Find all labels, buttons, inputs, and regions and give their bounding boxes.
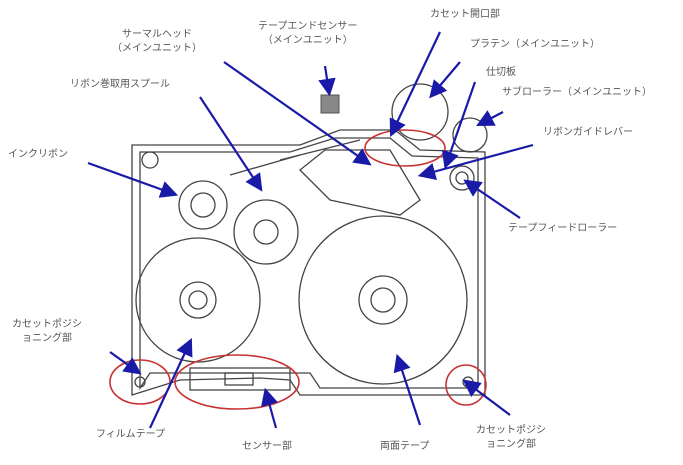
label-line: ョニング部 — [22, 333, 72, 344]
label-thermal-head: サーマルヘッド （メインユニット） — [112, 28, 202, 56]
tape-feed-roller — [449, 165, 475, 191]
label-cassette-opening: カセット開口部 — [430, 9, 500, 20]
spools — [134, 83, 488, 391]
label-positioning-right: カセットポジシ ョニング部 — [476, 424, 546, 452]
label-line: （メインユニット） — [112, 43, 202, 54]
label-line: カセットポジシ — [12, 319, 82, 330]
ink-ribbon-spool — [178, 180, 228, 230]
label-double-tape: 両面テープ — [380, 441, 430, 452]
ribbon-take-up-spool — [233, 199, 299, 265]
leader-arrows — [87, 31, 534, 429]
platen-roller — [391, 83, 449, 141]
label-film-tape: フィルムテープ — [96, 429, 165, 440]
label-sensor-part: センサー部 — [242, 441, 292, 452]
sub-roller — [452, 117, 488, 153]
film-tape-roll — [135, 237, 261, 363]
highlight-ellipses — [109, 129, 487, 410]
label-tape-feed-roller: テープフィードローラー — [508, 223, 618, 234]
label-line: サーマルヘッド — [122, 29, 192, 40]
label-line: カセットポジシ — [476, 425, 546, 436]
label-ribbon-guide-lever: リボンガイドレバー — [543, 127, 633, 138]
label-line: （メインユニット） — [262, 35, 353, 46]
double-sided-tape-roll — [298, 215, 468, 385]
label-line: テープエンドセンサー — [258, 21, 358, 32]
label-positioning-left: カセットポジシ ョニング部 — [12, 318, 82, 346]
label-sub-roller: サブローラー（メインユニット） — [502, 87, 652, 98]
tape-end-sensor-block — [320, 94, 340, 114]
label-ink-ribbon: インクリボン — [8, 149, 68, 160]
label-ribbon-spool: リボン巻取用スプール — [70, 79, 170, 90]
sensor-block — [189, 367, 291, 391]
label-tape-end-sensor: テープエンドセンサー （メインユニット） — [258, 20, 357, 48]
label-platen: プラテン（メインユニット） — [470, 39, 600, 50]
label-line: ョニング部 — [486, 439, 536, 450]
label-partition: 仕切板 — [486, 67, 516, 78]
